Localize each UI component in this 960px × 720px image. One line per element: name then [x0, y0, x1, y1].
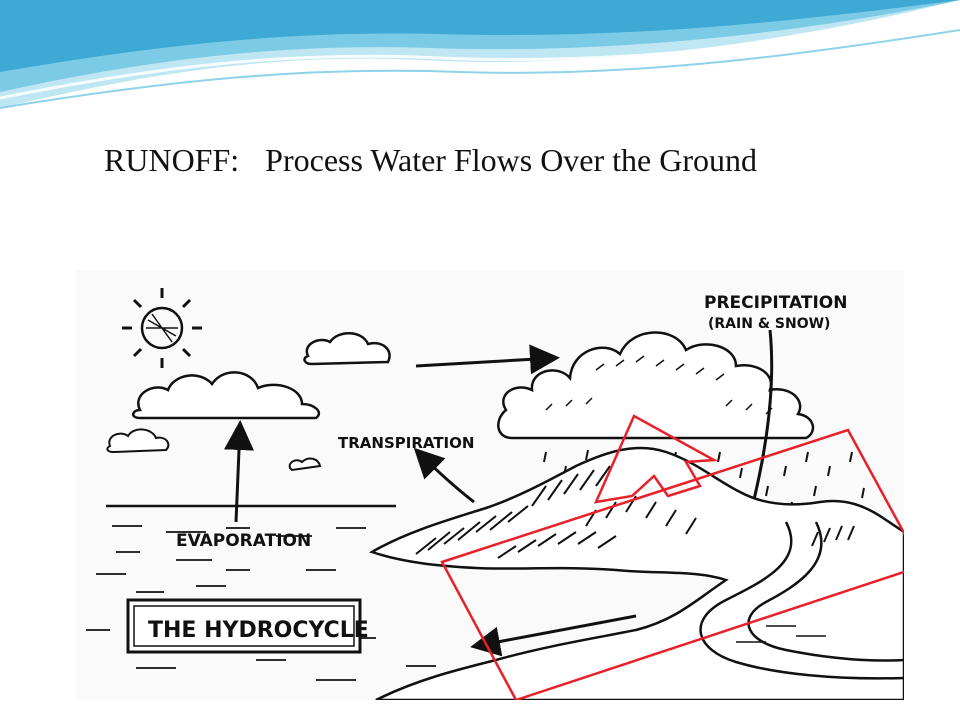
hatched-slope: [415, 465, 855, 559]
runoff-highlight-arrow: [593, 414, 719, 504]
transpiration-label: TRANSPIRATION: [338, 434, 474, 452]
hydrocycle-label: THE HYDROCYCLE: [148, 618, 369, 643]
slide-title: RUNOFF: Process Water Flows Over the Grou…: [104, 138, 824, 182]
cloud-icon: [132, 371, 321, 420]
top-wave-banner: [0, 0, 960, 109]
hydrocycle-label-box: [126, 598, 362, 654]
evaporation-label: EVAPORATION: [176, 531, 311, 551]
storm-cloud-icon: [497, 331, 815, 440]
title-term: RUNOFF:: [104, 142, 240, 178]
precipitation-label: PRECIPITATION: [704, 293, 847, 313]
title-definition: Process Water Flows Over the Ground: [265, 142, 758, 178]
cloud-icon: [303, 332, 391, 366]
runoff-highlight-outline: [440, 428, 904, 700]
river: [699, 521, 904, 680]
cloud-icon: [106, 428, 322, 472]
hillside-terrain: [368, 446, 904, 700]
hydrocycle-diagram: PRECIPITATION (RAIN & SNOW) TRANSPIRATIO…: [76, 270, 904, 700]
sun-icon: [122, 288, 202, 368]
rain-snow-label: (RAIN & SNOW): [708, 316, 830, 332]
